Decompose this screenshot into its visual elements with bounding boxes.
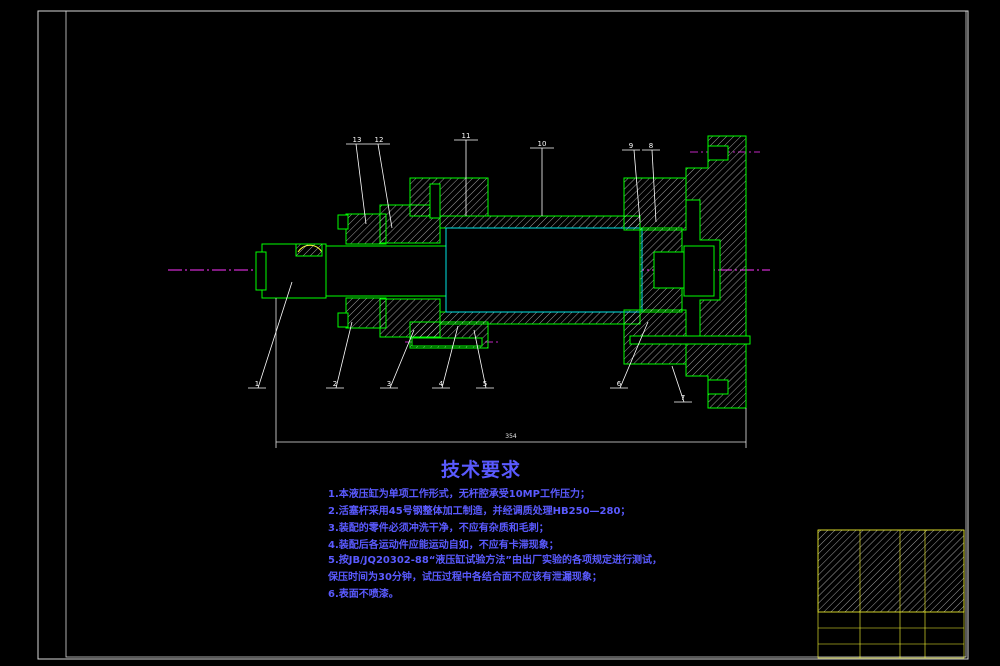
callout-leader-5 xyxy=(473,329,487,389)
requirement-line: 6.表面不喷漆。 xyxy=(328,589,399,600)
front-flange-top xyxy=(409,177,489,217)
callout-label-13: 13 xyxy=(353,136,362,144)
dimension-overall-length xyxy=(275,298,747,448)
callout-label-1: 1 xyxy=(255,380,259,388)
callout-label-7: 7 xyxy=(681,394,685,402)
callout-leader-4 xyxy=(441,325,459,389)
tie-bolts xyxy=(411,183,751,347)
callout-label-10: 10 xyxy=(538,140,547,148)
cylinder-barrel-bottom xyxy=(439,311,641,325)
callout-label-5: 5 xyxy=(483,380,487,388)
callout-label-9: 9 xyxy=(629,142,633,150)
dimension-overall-length-text: 354 xyxy=(505,433,517,440)
end-fitting xyxy=(683,245,715,297)
rod-end-head xyxy=(255,251,267,291)
requirement-line: 保压时间为30分钟，试压过程中各结合面不应该有泄漏现象； xyxy=(328,572,602,583)
callout-label-2: 2 xyxy=(333,380,337,388)
cylinder-barrel-top xyxy=(439,215,641,229)
callout-leader-1 xyxy=(257,281,293,389)
callout-leader-6 xyxy=(619,321,649,389)
callout-label-8: 8 xyxy=(649,142,653,150)
callout-label-3: 3 xyxy=(387,380,391,388)
inner-frame xyxy=(65,10,967,658)
bolt-head-top xyxy=(337,214,349,230)
callout-label-11: 11 xyxy=(462,132,471,140)
callout-leader-2 xyxy=(335,321,353,389)
gland-top xyxy=(345,213,387,245)
callout-leader-13 xyxy=(355,143,367,225)
title-block xyxy=(817,529,965,659)
rod-end-hatch xyxy=(295,243,323,257)
callout-leader-3 xyxy=(389,329,415,389)
requirement-line: 1.本液压缸为单项工作形式，无杆腔承受10MP工作压力； xyxy=(328,489,590,500)
requirement-line: 2.活塞杆采用45号钢整体加工制造，并经调质处理HB250—280； xyxy=(328,506,631,517)
rear-cap-port-top xyxy=(707,145,729,161)
callout-leader-9 xyxy=(633,149,641,223)
requirement-line: 5.按JB/JQ20302-88“液压缸试验方法”由出厂实验的各项规定进行测试， xyxy=(328,555,662,566)
gland-bottom xyxy=(345,297,387,329)
requirement-line: 3.装配的零件必须冲洗干净，不应有杂质和毛刺； xyxy=(328,523,549,534)
piston-rod xyxy=(325,245,447,297)
callout-leader-12 xyxy=(377,143,393,229)
callout-leader-8 xyxy=(651,149,657,223)
callout-label-4: 4 xyxy=(439,380,444,388)
piston-nut xyxy=(653,251,685,289)
callout-leader-7 xyxy=(671,365,685,403)
rear-cap-port-bottom xyxy=(707,379,729,395)
tie-bolt-top xyxy=(429,183,441,219)
technical-requirements-title: 技术要求 xyxy=(441,459,522,481)
requirement-line: 4.装配后各运动件应能运动自如，不应有卡滞现象； xyxy=(328,540,559,551)
tie-bolt-rear xyxy=(629,335,751,345)
tie-bolt-front xyxy=(411,337,483,347)
cylinder-bore xyxy=(445,227,643,313)
callout-label-6: 6 xyxy=(617,380,622,388)
bolt-head-bottom xyxy=(337,312,349,328)
callout-label-12: 12 xyxy=(375,136,384,144)
parts-list-area xyxy=(817,529,965,613)
